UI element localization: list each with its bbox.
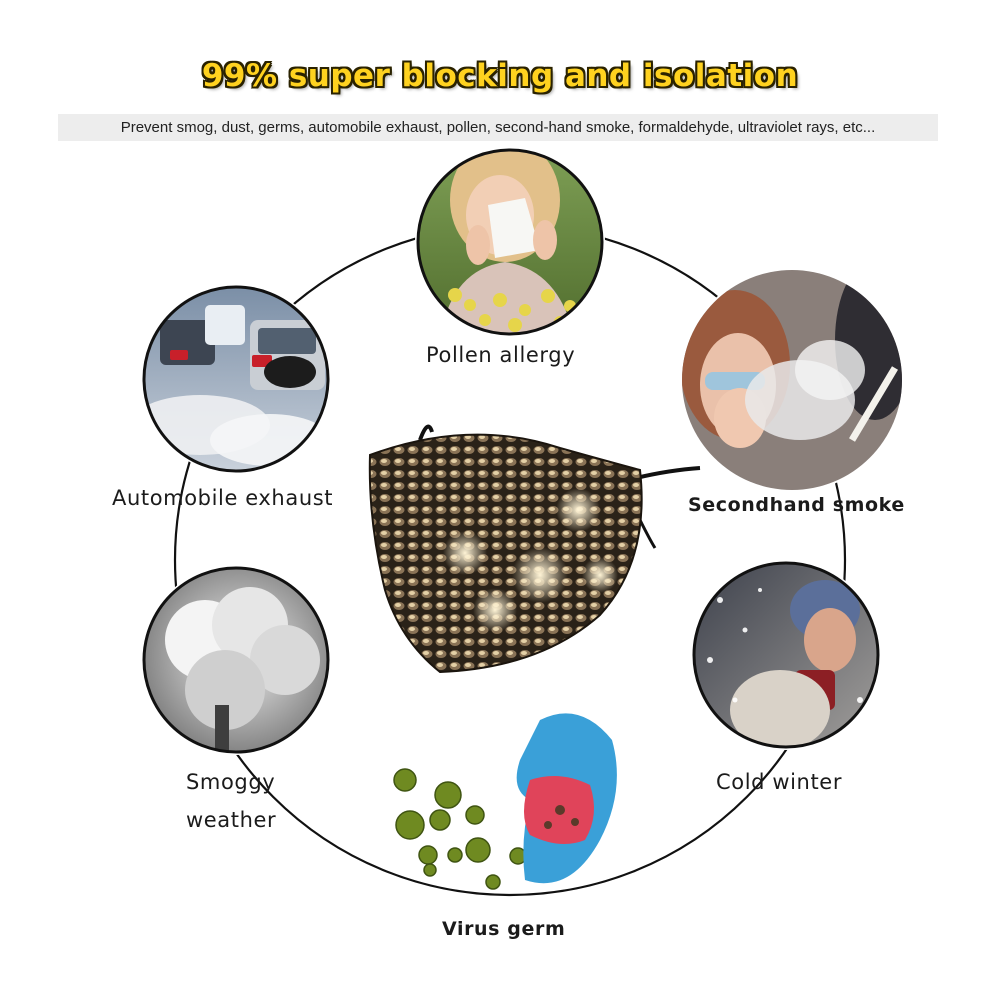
automobile-exhaust-label: Automobile exhaust: [112, 486, 334, 510]
virus-germ-label: Virus germ: [442, 918, 566, 940]
smoggy-weather-image: [141, 565, 331, 755]
sequin-mask-image: [368, 424, 701, 674]
secondhand-smoke-label: Secondhand smoke: [688, 494, 905, 516]
automobile-exhaust-image: [141, 284, 331, 474]
secondhand-smoke-image: [680, 268, 904, 492]
pollen-allergy-label: Pollen allergy: [426, 343, 576, 367]
smoggy-weather-label-line2: weather: [186, 808, 277, 832]
cold-winter-image: [691, 560, 881, 750]
cold-winter-label: Cold winter: [716, 770, 843, 794]
virus-germ-image: [393, 713, 617, 890]
subheadline-banner: Prevent smog, dust, germs, automobile ex…: [58, 114, 938, 141]
pollen-allergy-image: [415, 147, 605, 337]
headline: 99% super blocking and isolation: [201, 58, 799, 94]
smoggy-weather-label-line1: Smoggy: [186, 770, 276, 794]
